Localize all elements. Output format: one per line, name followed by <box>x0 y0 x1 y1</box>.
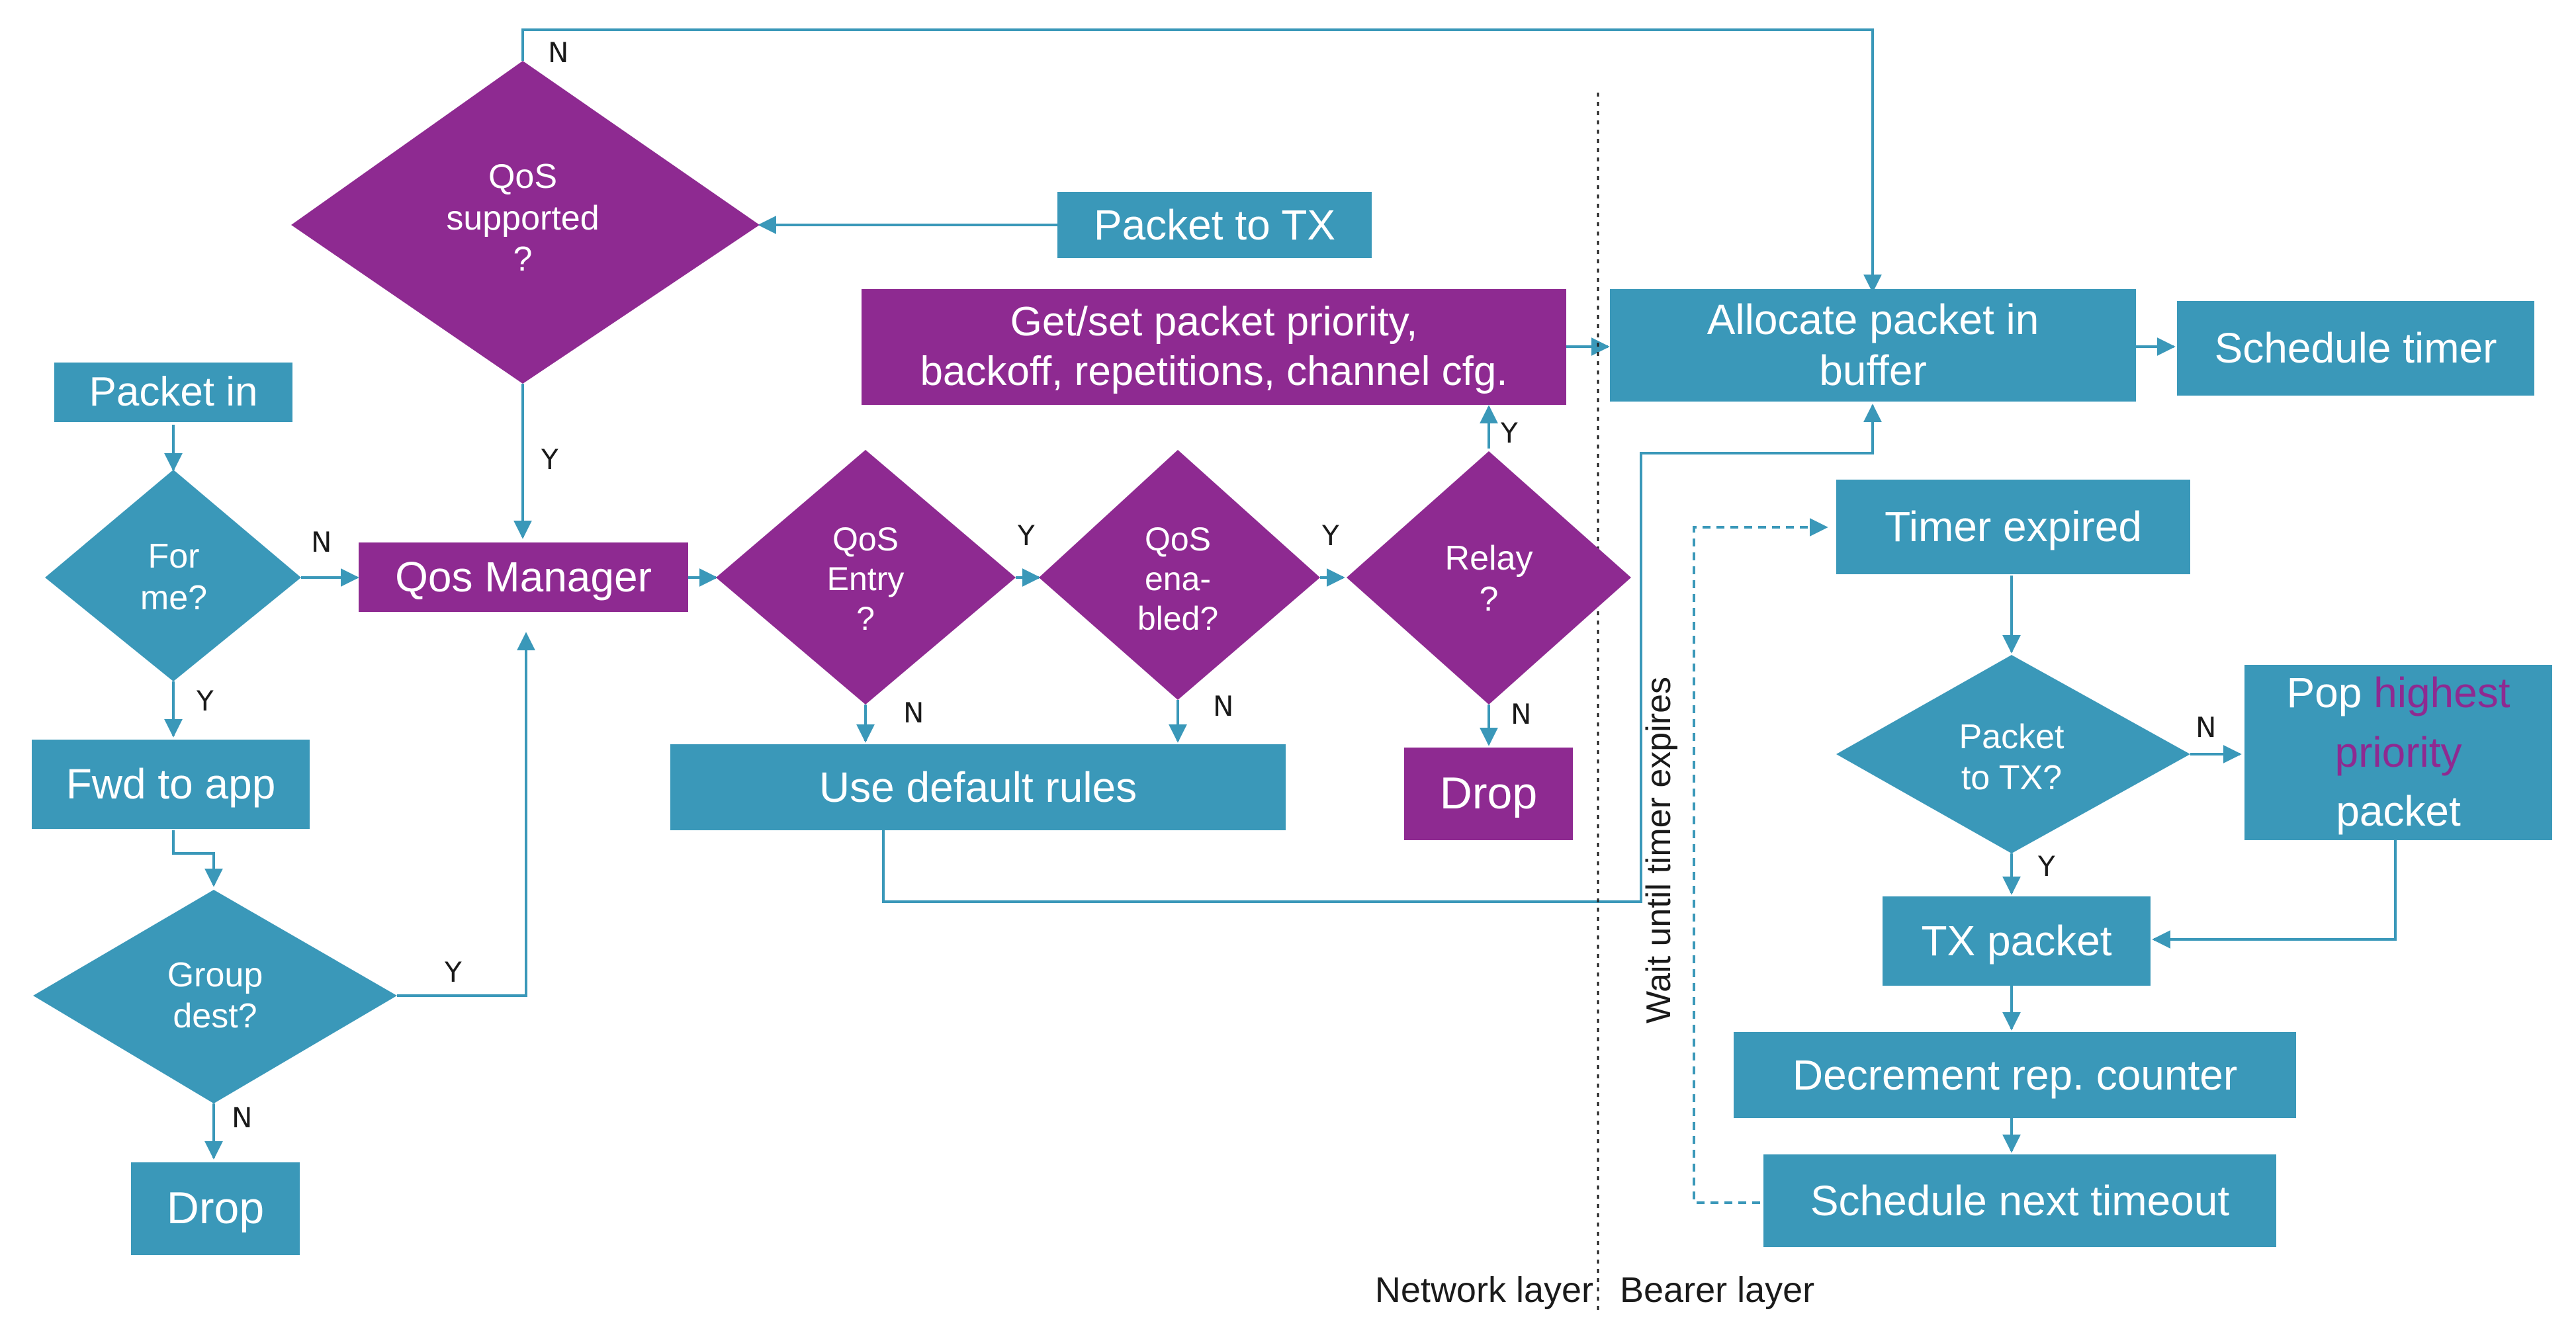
wait-label: Wait until timer expires <box>1639 677 1678 1023</box>
edge-qos-supported-n-to-allocate <box>521 28 1882 293</box>
group-y-label: Y <box>445 956 462 988</box>
connectors <box>164 28 2397 1204</box>
packet-to-tx-diamond <box>1836 655 2190 853</box>
use-default-label: Use default rules <box>819 763 1137 811</box>
enabled-n-label: N <box>1213 690 1234 722</box>
edge-default-to-allocate <box>882 404 1882 903</box>
enabled-y-label: Y <box>1322 519 1339 552</box>
pop-label: Pop highest priority packet <box>2244 665 2552 840</box>
decrement-label: Decrement rep. counter <box>1792 1051 2238 1099</box>
use-default-box <box>670 744 1286 830</box>
group-dest-diamond <box>33 890 397 1103</box>
for-me-diamond <box>45 470 301 681</box>
purple-shapes <box>291 61 1631 840</box>
edge-fwd-to-group-dest <box>172 830 223 887</box>
getset-label: Get/set packet priority, backoff, repeti… <box>920 299 1508 394</box>
pkt-tx-n-label: N <box>2196 711 2217 744</box>
qos-supported-diamond <box>291 61 760 384</box>
for-me-y-label: Y <box>197 685 214 717</box>
decrement-box <box>1734 1032 2296 1118</box>
packet-in-label: Packet in <box>89 368 258 415</box>
tx-packet-box <box>1883 896 2151 986</box>
allocate-label: Allocate packet in buffer <box>1707 296 2039 394</box>
qos-supported-n-label: N <box>548 36 569 69</box>
getset-box <box>862 289 1566 405</box>
timer-expired-box <box>1836 480 2190 574</box>
pop-pre-text: Pop <box>2286 669 2374 717</box>
packet-in-box <box>54 363 292 422</box>
allocate-box <box>1610 289 2136 402</box>
edge-pop-to-tx-packet <box>2152 840 2397 949</box>
pop-post-text: packet <box>2336 787 2461 836</box>
pkt-tx-y-label: Y <box>2038 850 2055 883</box>
entry-n-label: N <box>903 697 924 729</box>
entry-y-label: Y <box>1018 519 1035 552</box>
drop-left-box <box>131 1162 300 1255</box>
edge-group-to-qos-manager <box>397 632 535 997</box>
qos-entry-diamond <box>716 450 1016 705</box>
qos-supported-y-label: Y <box>541 443 558 476</box>
pop-highlight-2: priority <box>2334 728 2462 776</box>
qos-enabled-label: QoS ena- bled? <box>1137 521 1219 637</box>
packet-to-tx-q-label: Packet to TX? <box>1959 717 2065 797</box>
drop-mid-box <box>1404 748 1573 840</box>
timer-expired-label: Timer expired <box>1885 503 2142 551</box>
packet-to-tx-top-label: Packet to TX <box>1093 200 1336 249</box>
fwd-to-app-box <box>32 740 310 829</box>
for-me-n-label: N <box>311 526 332 558</box>
schedule-timer-label: Schedule timer <box>2214 324 2497 372</box>
qos-entry-label: QoS Entry ? <box>826 521 905 637</box>
relay-diamond <box>1347 451 1631 705</box>
schedule-timer-box <box>2177 301 2534 396</box>
relay-n-label: N <box>1511 698 1532 730</box>
bearer-layer-label: Bearer layer <box>1620 1270 1815 1310</box>
edge-next-to-timer <box>1693 518 1828 1204</box>
packet-to-tx-top-box <box>1057 192 1372 258</box>
teal-shapes <box>32 192 2552 1255</box>
qos-manager-box <box>359 542 688 612</box>
schedule-next-box <box>1763 1154 2276 1247</box>
for-me-label: For me? <box>140 537 208 617</box>
relay-label: Relay ? <box>1444 539 1533 619</box>
schedule-next-label: Schedule next timeout <box>1810 1176 2230 1225</box>
qos-enabled-diamond <box>1039 450 1320 700</box>
drop-mid-label: Drop <box>1439 768 1538 819</box>
qos-manager-label: Qos Manager <box>395 553 652 601</box>
fwd-to-app-label: Fwd to app <box>66 760 276 808</box>
group-n-label: N <box>232 1101 253 1134</box>
drop-left-label: Drop <box>166 1183 265 1234</box>
pop-box <box>2244 665 2552 840</box>
network-layer-label: Network layer <box>1374 1270 1593 1310</box>
group-dest-label: Group dest? <box>167 955 263 1035</box>
qos-supported-label: QoS supported ? <box>446 157 600 279</box>
relay-y-label: Y <box>1501 417 1518 449</box>
tx-packet-label: TX packet <box>1921 917 2112 965</box>
pop-highlight-1: highest <box>2374 669 2510 717</box>
